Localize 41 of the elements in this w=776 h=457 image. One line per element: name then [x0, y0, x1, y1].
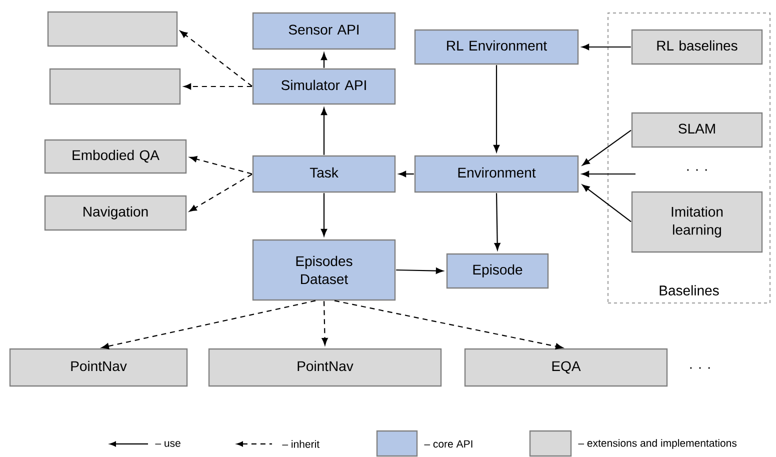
- arrow: [320, 193, 328, 236]
- arrow: [582, 184, 632, 222]
- arrow: [582, 170, 636, 178]
- arrow: [184, 83, 252, 90]
- arrow: [582, 130, 632, 166]
- extension-box: SLAM: [631, 112, 763, 148]
- api-box: Sensor API: [252, 12, 396, 50]
- ellipsis: . . .: [690, 367, 710, 369]
- arrow: [398, 170, 414, 178]
- extension-box: PointNav: [208, 348, 442, 387]
- legend-text: – use: [155, 441, 180, 447]
- api-box: Episode: [446, 253, 549, 289]
- arrow: [190, 156, 252, 174]
- arrow: [396, 268, 444, 274]
- legend-text: – inherit: [282, 440, 320, 448]
- extension-box: Embodied QA: [44, 139, 187, 174]
- api-box: Simulator API: [252, 68, 396, 105]
- extension-box: Imitation learning: [631, 191, 763, 253]
- extension-box: Navigation: [44, 195, 187, 231]
- arrow: [322, 301, 328, 346]
- extension-box: EQA: [464, 348, 668, 387]
- arrow: [493, 65, 500, 152]
- extension-box: [47, 11, 178, 47]
- api-box: Environment: [414, 155, 579, 193]
- legend-text: – extensions and implementations: [578, 439, 737, 449]
- arrow: [320, 108, 328, 155]
- arrow: [180, 30, 252, 87]
- arrow: [320, 52, 328, 68]
- arrow: [494, 193, 500, 250]
- arrow: [582, 44, 631, 50]
- ellipsis: . . .: [687, 169, 707, 171]
- api-box: RL Environment: [414, 29, 579, 65]
- api-box: Task: [252, 155, 396, 193]
- arrow: [334, 300, 563, 350]
- arrow: [102, 300, 316, 350]
- arrow: [189, 174, 252, 212]
- legend-text: – core API: [424, 440, 472, 448]
- extension-box: RL baselines: [631, 29, 763, 65]
- extension-box: [49, 68, 181, 105]
- api-box: Episodes Dataset: [252, 239, 396, 301]
- extension-box: PointNav: [9, 348, 188, 387]
